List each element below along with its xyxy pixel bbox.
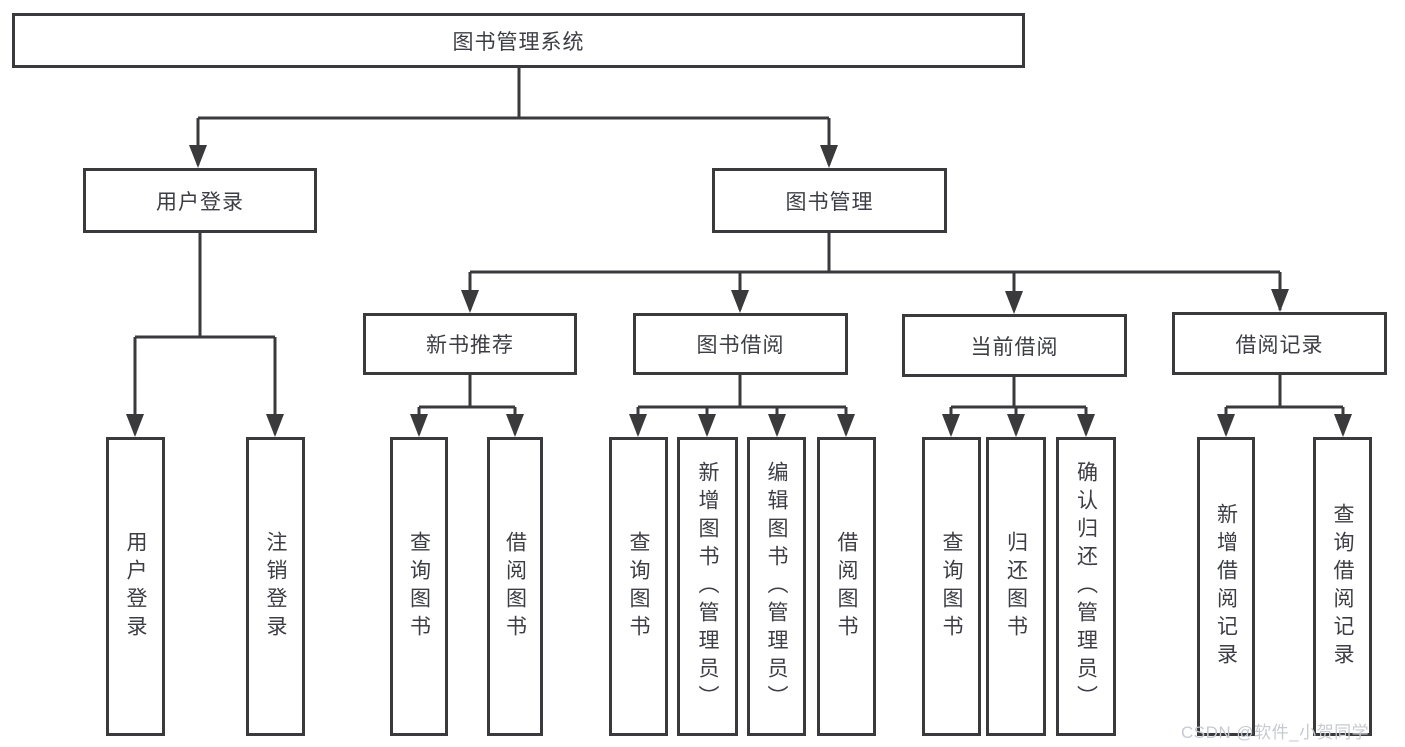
leaf-add-book-admin: 新增图书（管理员） — [677, 437, 738, 736]
leaf-confirm-return-admin: 确认归还（管理员） — [1056, 437, 1116, 736]
leaf-label: 用户登录 — [124, 530, 147, 643]
connector-lines — [133, 68, 1345, 434]
leaf-borrow-books-recommend: 借阅图书 — [487, 437, 543, 736]
node-label: 借阅记录 — [1235, 333, 1324, 357]
leaf-query-borrow-record: 查询借阅记录 — [1313, 437, 1372, 736]
node-current-borrow: 当前借阅 — [902, 314, 1127, 377]
leaf-label: 注销登录 — [264, 530, 287, 643]
node-user-login-group: 用户登录 — [83, 168, 317, 233]
leaf-query-books-borrow: 查询图书 — [609, 437, 668, 736]
leaf-label: 查询图书 — [940, 530, 963, 643]
node-root-label: 图书管理系统 — [452, 30, 585, 54]
leaf-add-borrow-record: 新增借阅记录 — [1197, 437, 1255, 736]
node-book-management: 图书管理 — [712, 168, 947, 233]
node-label: 图书管理 — [785, 190, 874, 214]
csdn-watermark: CSDN @软件_小贺同学 — [1181, 723, 1370, 742]
leaf-edit-book-admin: 编辑图书（管理员） — [747, 437, 806, 736]
leaf-label: 借阅图书 — [835, 530, 858, 643]
leaf-return-book: 归还图书 — [986, 437, 1046, 736]
node-label: 新书推荐 — [426, 334, 514, 357]
leaf-label: 查询图书 — [407, 530, 431, 643]
leaf-label: 查询借阅记录 — [1331, 502, 1354, 671]
node-new-book-recommend: 新书推荐 — [363, 313, 577, 375]
leaf-query-books-recommend: 查询图书 — [390, 437, 448, 736]
leaf-query-books-current: 查询图书 — [922, 437, 981, 736]
node-label: 图书借阅 — [696, 334, 785, 357]
leaf-label: 归还图书 — [1004, 530, 1028, 643]
node-borrow-records: 借阅记录 — [1172, 312, 1387, 375]
leaf-logout: 注销登录 — [246, 437, 305, 736]
node-root: 图书管理系统 — [12, 13, 1025, 68]
leaf-label: 新增借阅记录 — [1214, 502, 1238, 671]
leaf-label: 编辑图书（管理员） — [765, 460, 788, 713]
leaf-label: 借阅图书 — [503, 530, 527, 643]
node-book-borrow: 图书借阅 — [633, 313, 848, 375]
node-label: 用户登录 — [156, 190, 244, 214]
leaf-label: 新增图书（管理员） — [696, 460, 719, 713]
leaf-label: 确认归还（管理员） — [1074, 460, 1098, 713]
node-label: 当前借阅 — [970, 335, 1059, 359]
leaf-label: 查询图书 — [627, 530, 650, 643]
leaf-borrow-books: 借阅图书 — [817, 437, 876, 736]
leaf-user-login: 用户登录 — [106, 437, 165, 736]
